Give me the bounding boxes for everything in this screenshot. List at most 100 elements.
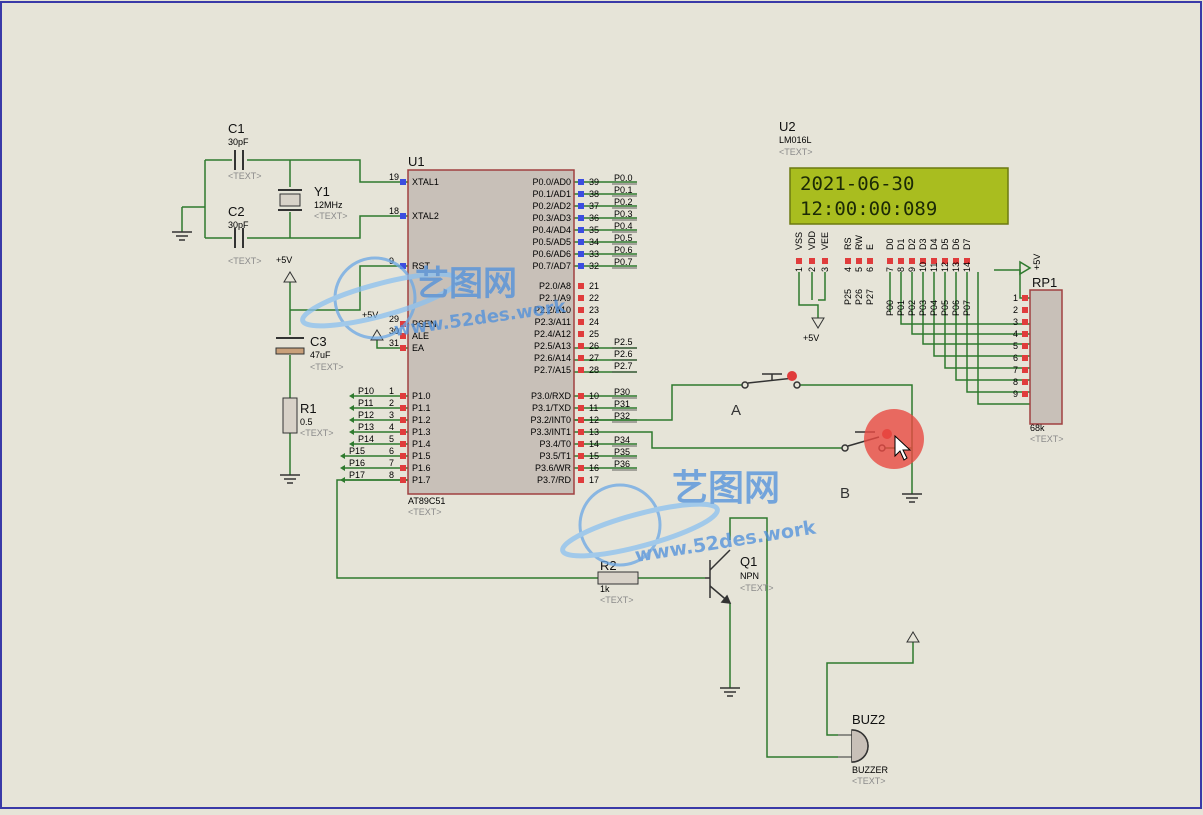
pin-name: P3.5/T1 <box>539 451 571 461</box>
r1-value: 0.5 <box>300 417 313 427</box>
rp1-body[interactable] <box>1029 289 1063 425</box>
buzzer-buz2[interactable]: BUZ2 BUZZER <TEXT> <box>838 712 889 786</box>
lcd-pin-name: RW <box>854 235 864 250</box>
capacitor-c1[interactable]: C1 30pF <TEXT> <box>228 121 262 181</box>
u1-body[interactable] <box>407 169 575 495</box>
rp1-pin[interactable]: 7 <box>1013 365 1028 375</box>
resistor-r1[interactable]: R1 0.5 <TEXT> <box>282 397 334 438</box>
lcd-pin[interactable]: D29 <box>907 238 917 272</box>
pin-number: 26 <box>589 341 599 351</box>
transistor-q1[interactable]: Q1 NPN <TEXT> <box>705 549 774 604</box>
pin-name: P1.6 <box>412 463 431 473</box>
rp1-pin[interactable]: 1 <box>1013 293 1028 303</box>
rp1-pin[interactable]: 3 <box>1013 317 1028 327</box>
lcd-pin[interactable]: RS4 <box>843 237 853 272</box>
pin-number: 36 <box>589 213 599 223</box>
lcd-pin-name: D4 <box>929 238 939 250</box>
r2-tbk: <TEXT> <box>600 595 634 605</box>
rp1-pin[interactable]: 2 <box>1013 305 1028 315</box>
lcd-pin[interactable]: D07 <box>885 238 895 272</box>
lcd-pin[interactable]: E6 <box>865 244 875 272</box>
pin-name: P1.1 <box>412 403 431 413</box>
lcd-pin-number: 4 <box>843 267 853 272</box>
net-label: P36 <box>614 459 630 469</box>
rp1-pin[interactable]: 4 <box>1013 329 1028 339</box>
rp1-value: 68k <box>1030 423 1045 433</box>
rp1-pin-number: 6 <box>1013 353 1018 363</box>
net-label: P16 <box>349 458 365 468</box>
pin-name: ALE <box>412 331 429 341</box>
pin-number: 33 <box>589 249 599 259</box>
net-label: P0.1 <box>614 185 633 195</box>
pin-name: XTAL1 <box>412 177 439 187</box>
rp1-pin[interactable]: 6 <box>1013 353 1028 363</box>
net-label: P0.7 <box>614 257 633 267</box>
ground-symbol-q1 <box>720 687 740 697</box>
pin-number: 2 <box>389 398 394 408</box>
lcd-pin[interactable]: RW5 <box>854 235 864 272</box>
switch-a[interactable]: A <box>731 371 801 419</box>
ground-symbol-switches <box>902 493 922 503</box>
net-label: P32 <box>614 411 630 421</box>
crystal-y1[interactable]: Y1 12MHz <TEXT> <box>278 184 348 221</box>
lcd-pin-number: 6 <box>865 267 875 272</box>
rp1-pin[interactable]: 5 <box>1013 341 1028 351</box>
c1-value: 30pF <box>228 137 249 147</box>
rp1-pin[interactable]: 8 <box>1013 377 1028 387</box>
lcd-pin-name: D2 <box>907 238 917 250</box>
rp1-pin[interactable]: 9 <box>1013 389 1028 399</box>
capacitor-c3[interactable]: C3 47uF <TEXT> <box>275 334 344 372</box>
capacitor-c2[interactable]: C2 30pF <TEXT> <box>228 204 262 266</box>
pin-name: P3.6/WR <box>535 463 572 473</box>
lcd-pin-name: E <box>865 244 875 250</box>
lcd-pin[interactable]: D18 <box>896 238 906 272</box>
pin-name: P3.2/INT0 <box>530 415 571 425</box>
